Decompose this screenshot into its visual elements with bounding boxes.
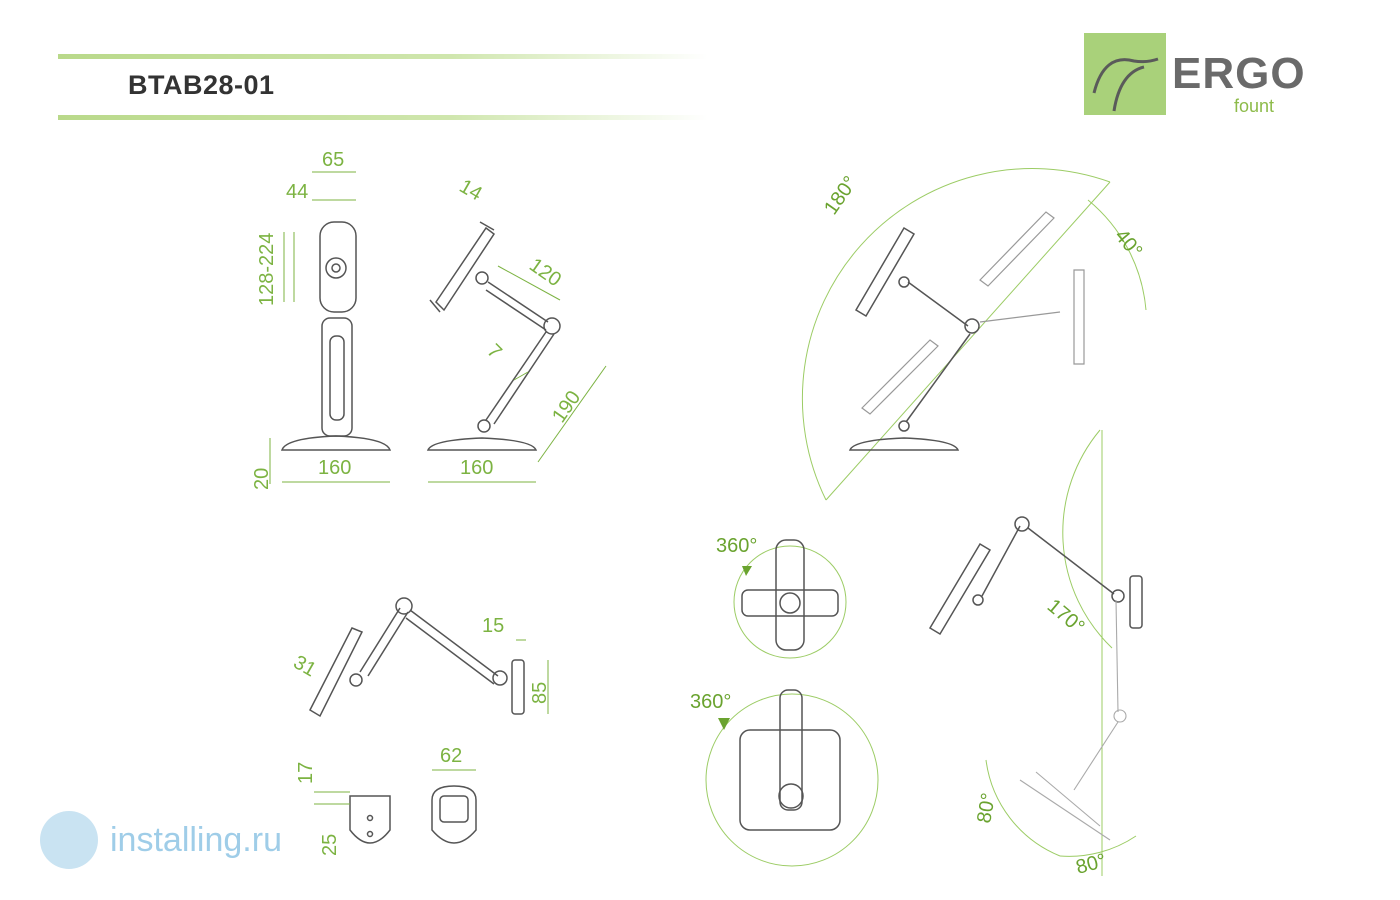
angle-wall-a: 80° — [973, 791, 1000, 825]
dim-tablet-range: 128-224 — [256, 233, 278, 306]
dim-front-width-top: 65 — [322, 149, 344, 171]
logo-sub: fount — [1234, 96, 1275, 116]
side-dimensions — [428, 265, 607, 483]
dim-front-width-inner: 44 — [286, 181, 308, 203]
dim-wall-plate-height: 85 — [529, 682, 551, 704]
angle-rotate-base: 360° — [690, 691, 731, 713]
watermark: installing.ru — [20, 805, 316, 877]
wall-dimensions — [516, 639, 549, 714]
watermark-logo-icon — [40, 811, 98, 869]
brand-logo: ERGO fount — [1084, 30, 1305, 120]
dim-base-width-side: 160 — [460, 457, 493, 479]
dim-base-height: 20 — [251, 468, 273, 490]
dim-bracket-top: 17 — [295, 762, 317, 784]
header-rule-bottom — [58, 115, 708, 120]
angle-rotate-clamp: 360° — [716, 535, 757, 557]
dim-clamp-depth: 14 — [456, 175, 486, 205]
header-rule-top — [58, 54, 708, 59]
bracket-views — [349, 785, 477, 844]
watermark-text: installing.ru — [110, 821, 282, 859]
logo-badge — [1084, 33, 1166, 115]
dim-bracket-width: 62 — [440, 745, 462, 767]
angle-tilt-extra: 40° — [1110, 225, 1146, 262]
logo-brand: ERGO — [1172, 49, 1306, 98]
dim-arm-thickness: 7 — [482, 340, 505, 363]
dim-base-width-front: 160 — [318, 457, 351, 479]
front-dimensions — [269, 171, 390, 484]
angle-wall-b: 80° — [1074, 850, 1109, 879]
dim-upper-arm: 120 — [525, 254, 565, 291]
front-view — [280, 221, 392, 451]
model-title: BTAB28-01 — [128, 70, 275, 100]
tilt-range-view — [801, 168, 1147, 501]
side-view — [426, 221, 561, 451]
dim-wall-clamp: 31 — [290, 651, 320, 681]
dim-lower-arm: 190 — [548, 387, 585, 427]
dim-wall-offset: 15 — [482, 615, 504, 637]
angle-tilt-range: 180° — [820, 172, 862, 219]
dim-bracket-bottom: 25 — [319, 834, 341, 856]
bracket-dimensions — [314, 769, 476, 805]
wall-swing-view — [928, 429, 1143, 876]
rotation-views — [705, 539, 879, 867]
logo-mark-icon — [1092, 57, 1159, 112]
angle-wall-swing: 170° — [1043, 595, 1089, 638]
wall-mount-view — [309, 597, 525, 718]
